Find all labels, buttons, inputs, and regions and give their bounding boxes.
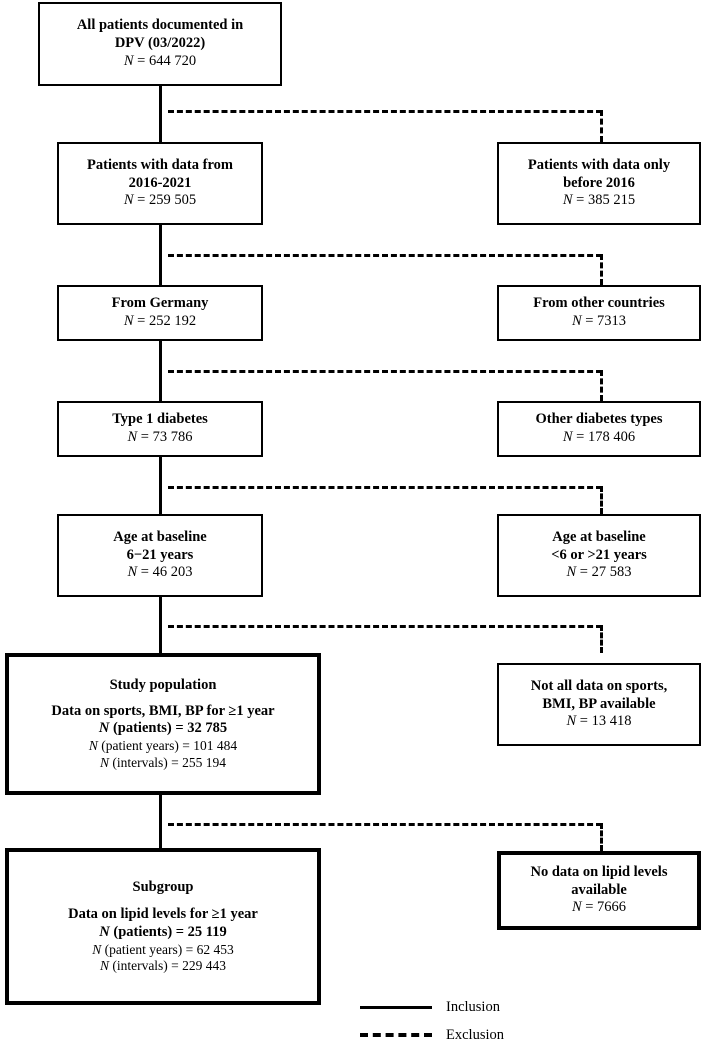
node-subgroup[interactable]: Subgroup Data on lipid levels for ≥1 yea… bbox=[5, 848, 321, 1005]
connector-exclusion-branch-1 bbox=[168, 110, 602, 113]
node-count: N = 46 203 bbox=[127, 564, 193, 581]
node-count: N = 13 418 bbox=[566, 713, 632, 730]
node-line: Patients with data from bbox=[87, 156, 233, 173]
connector-exclusion-branch-5 bbox=[168, 625, 602, 628]
connector-trunk-4 bbox=[159, 457, 162, 514]
connector-exclusion-drop-1 bbox=[600, 110, 603, 142]
node-line: 2016-2021 bbox=[128, 174, 192, 191]
connector-exclusion-branch-6 bbox=[168, 823, 602, 826]
legend: Inclusion Exclusion bbox=[360, 993, 504, 1049]
node-line: <6 or >21 years bbox=[551, 546, 647, 563]
node-line: Age at baseline bbox=[552, 528, 646, 545]
node-line: Age at baseline bbox=[113, 528, 207, 545]
connector-trunk-5 bbox=[159, 597, 162, 653]
node-from-germany[interactable]: From Germany N = 252 192 bbox=[57, 285, 263, 341]
node-count-intervals: N (intervals) = 229 443 bbox=[99, 958, 227, 974]
node-count: N = 73 786 bbox=[127, 429, 193, 445]
connector-exclusion-branch-3 bbox=[168, 370, 602, 373]
node-line: Type 1 diabetes bbox=[112, 411, 208, 428]
connector-exclusion-drop-2 bbox=[600, 254, 603, 285]
node-age-6-21[interactable]: Age at baseline 6−21 years N = 46 203 bbox=[57, 514, 263, 597]
node-count-patients: N (patients) = 25 119 bbox=[99, 923, 227, 940]
node-from-other-countries[interactable]: From other countries N = 7313 bbox=[497, 285, 701, 341]
legend-label: Exclusion bbox=[446, 1026, 504, 1043]
node-line: 6−21 years bbox=[126, 546, 194, 563]
node-line: From Germany bbox=[111, 295, 209, 312]
node-title: Subgroup bbox=[132, 878, 194, 895]
connector-trunk-2 bbox=[159, 225, 162, 285]
node-count-patients: N (patients) = 32 785 bbox=[98, 720, 228, 737]
legend-solid-line-icon bbox=[360, 1005, 432, 1009]
legend-item-exclusion: Exclusion bbox=[360, 1021, 504, 1049]
node-count-patient-years: N (patient years) = 101 484 bbox=[88, 738, 238, 754]
connector-exclusion-branch-4 bbox=[168, 486, 602, 489]
node-count: N = 178 406 bbox=[562, 429, 636, 445]
node-line: before 2016 bbox=[563, 174, 635, 191]
node-count: N = 252 192 bbox=[123, 313, 197, 329]
node-line: No data on lipid levels bbox=[530, 863, 668, 880]
node-count: N = 7666 bbox=[571, 899, 627, 916]
legend-dashed-line-icon bbox=[360, 1033, 432, 1037]
connector-exclusion-branch-2 bbox=[168, 254, 602, 257]
connector-exclusion-drop-5 bbox=[600, 625, 603, 653]
node-other-diabetes-types[interactable]: Other diabetes types N = 178 406 bbox=[497, 401, 701, 457]
node-line: Not all data on sports, bbox=[530, 677, 668, 694]
node-data-2016-2021[interactable]: Patients with data from 2016-2021 N = 25… bbox=[57, 142, 263, 225]
node-count: N = 259 505 bbox=[123, 192, 197, 209]
node-line: Data on lipid levels for ≥1 year bbox=[68, 906, 258, 923]
node-age-out-of-range[interactable]: Age at baseline <6 or >21 years N = 27 5… bbox=[497, 514, 701, 597]
node-line: Patients with data only bbox=[527, 156, 671, 173]
node-line: DPV (03/2022) bbox=[114, 35, 206, 52]
node-no-lipid-data[interactable]: No data on lipid levels available N = 76… bbox=[497, 851, 701, 930]
node-line: BMI, BP available bbox=[542, 695, 656, 712]
legend-item-inclusion: Inclusion bbox=[360, 993, 504, 1021]
node-count-patient-years: N (patient years) = 62 453 bbox=[92, 941, 234, 957]
connector-trunk-1 bbox=[159, 86, 162, 142]
connector-trunk-6 bbox=[159, 795, 162, 848]
node-count: N = 385 215 bbox=[562, 192, 636, 209]
node-title: Study population bbox=[109, 677, 217, 693]
node-count-intervals: N (intervals) = 255 194 bbox=[99, 754, 227, 770]
node-count: N = 644 720 bbox=[123, 52, 197, 69]
node-not-all-data[interactable]: Not all data on sports, BMI, BP availabl… bbox=[497, 663, 701, 746]
connector-exclusion-drop-6 bbox=[600, 823, 603, 851]
connector-exclusion-drop-3 bbox=[600, 370, 603, 401]
node-line: From other countries bbox=[533, 295, 665, 312]
node-type-1-diabetes[interactable]: Type 1 diabetes N = 73 786 bbox=[57, 401, 263, 457]
node-all-patients[interactable]: All patients documented in DPV (03/2022)… bbox=[38, 2, 282, 86]
legend-label: Inclusion bbox=[446, 998, 500, 1015]
node-line: Data on sports, BMI, BP for ≥1 year bbox=[51, 702, 275, 719]
node-count: N = 7313 bbox=[571, 313, 627, 329]
node-study-population[interactable]: Study population Data on sports, BMI, BP… bbox=[5, 653, 321, 795]
node-data-before-2016[interactable]: Patients with data only before 2016 N = … bbox=[497, 142, 701, 225]
node-line: All patients documented in bbox=[76, 17, 244, 34]
connector-trunk-3 bbox=[159, 341, 162, 401]
node-line: available bbox=[571, 881, 627, 898]
connector-exclusion-drop-4 bbox=[600, 486, 603, 514]
node-count: N = 27 583 bbox=[566, 564, 632, 581]
node-line: Other diabetes types bbox=[535, 411, 663, 428]
